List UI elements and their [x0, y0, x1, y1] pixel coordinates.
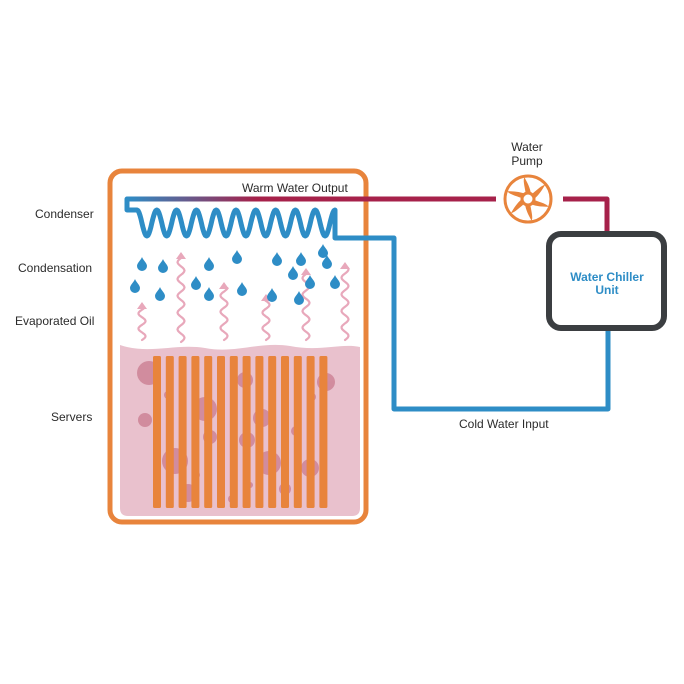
condenser-label: Condenser: [35, 207, 94, 221]
vapor-arrowhead: [301, 268, 311, 275]
water-chiller-label-line1: Water Chiller: [570, 270, 644, 284]
server-blade: [153, 356, 161, 508]
condenser-coil: [124, 207, 338, 241]
water-droplet: [267, 288, 277, 302]
cold-water-pipe: [335, 235, 611, 412]
water-pump-label-line1: Water: [511, 140, 543, 154]
water-droplet: [294, 291, 304, 305]
water-droplet: [318, 244, 328, 258]
water-droplet: [237, 282, 247, 296]
pump-blade: [531, 199, 549, 207]
vapor-arrowhead: [219, 282, 229, 289]
evaporated-oil-arrows: [137, 252, 350, 344]
pump-blade: [525, 204, 533, 221]
water-droplet: [130, 279, 140, 293]
warm-water-output-label: Warm Water Output: [242, 181, 348, 195]
water-droplet: [232, 250, 242, 264]
warm-water-pipe-to-pump: [124, 196, 496, 210]
water-chiller-label: Water Chiller Unit: [555, 271, 659, 297]
pump-blade: [511, 199, 524, 213]
server-blade: [306, 356, 315, 508]
tank-border: [107, 168, 369, 525]
servers-label: Servers: [51, 410, 93, 424]
water-pump-label: Water Pump: [497, 140, 557, 168]
water-droplet: [204, 257, 214, 271]
pump-blade: [507, 191, 525, 199]
server-blade: [268, 356, 277, 508]
server-blades: [153, 356, 328, 508]
water-pump-label-line2: Pump: [511, 154, 543, 168]
server-blade: [191, 356, 200, 508]
water-droplet: [158, 259, 168, 273]
pump-blade: [532, 185, 545, 199]
server-blade: [242, 356, 251, 508]
server-blade: [178, 356, 187, 508]
water-droplet: [288, 266, 298, 280]
water-droplet: [137, 257, 147, 271]
pump-blade: [523, 177, 531, 194]
water-droplet: [305, 275, 315, 289]
cold-water-input-label: Cold Water Input: [459, 417, 549, 431]
water-droplet: [330, 275, 340, 289]
water-chiller-label-line2: Unit: [595, 283, 619, 297]
condensation-label: Condensation: [18, 261, 93, 275]
water-droplet: [191, 276, 201, 290]
vapor-arrow: [219, 286, 229, 342]
water-droplet: [204, 287, 214, 301]
vapor-arrow: [261, 298, 271, 342]
server-blade: [165, 356, 174, 508]
server-blade: [229, 356, 238, 508]
water-droplet: [272, 252, 282, 266]
condensation-droplets: [130, 244, 340, 305]
server-blade: [319, 356, 328, 508]
warm-water-pipe-to-chiller: [563, 196, 610, 234]
water-droplet: [155, 287, 165, 301]
server-blade: [255, 356, 264, 508]
server-blade: [293, 356, 302, 508]
water-droplet: [322, 255, 332, 269]
vapor-arrow: [137, 306, 147, 342]
water-droplet: [296, 252, 306, 266]
server-blade: [204, 356, 213, 508]
vapor-arrowhead: [137, 302, 147, 309]
vapor-arrow: [340, 266, 350, 342]
evaporated-oil-label: Evaporated Oil: [15, 314, 95, 328]
water-pump-icon: [502, 173, 554, 225]
vapor-arrowhead: [176, 252, 186, 259]
water-chiller-unit: [546, 231, 667, 331]
server-blade: [281, 356, 289, 508]
vapor-arrow: [176, 256, 186, 344]
server-blade: [217, 356, 225, 508]
vapor-arrowhead: [340, 262, 350, 269]
